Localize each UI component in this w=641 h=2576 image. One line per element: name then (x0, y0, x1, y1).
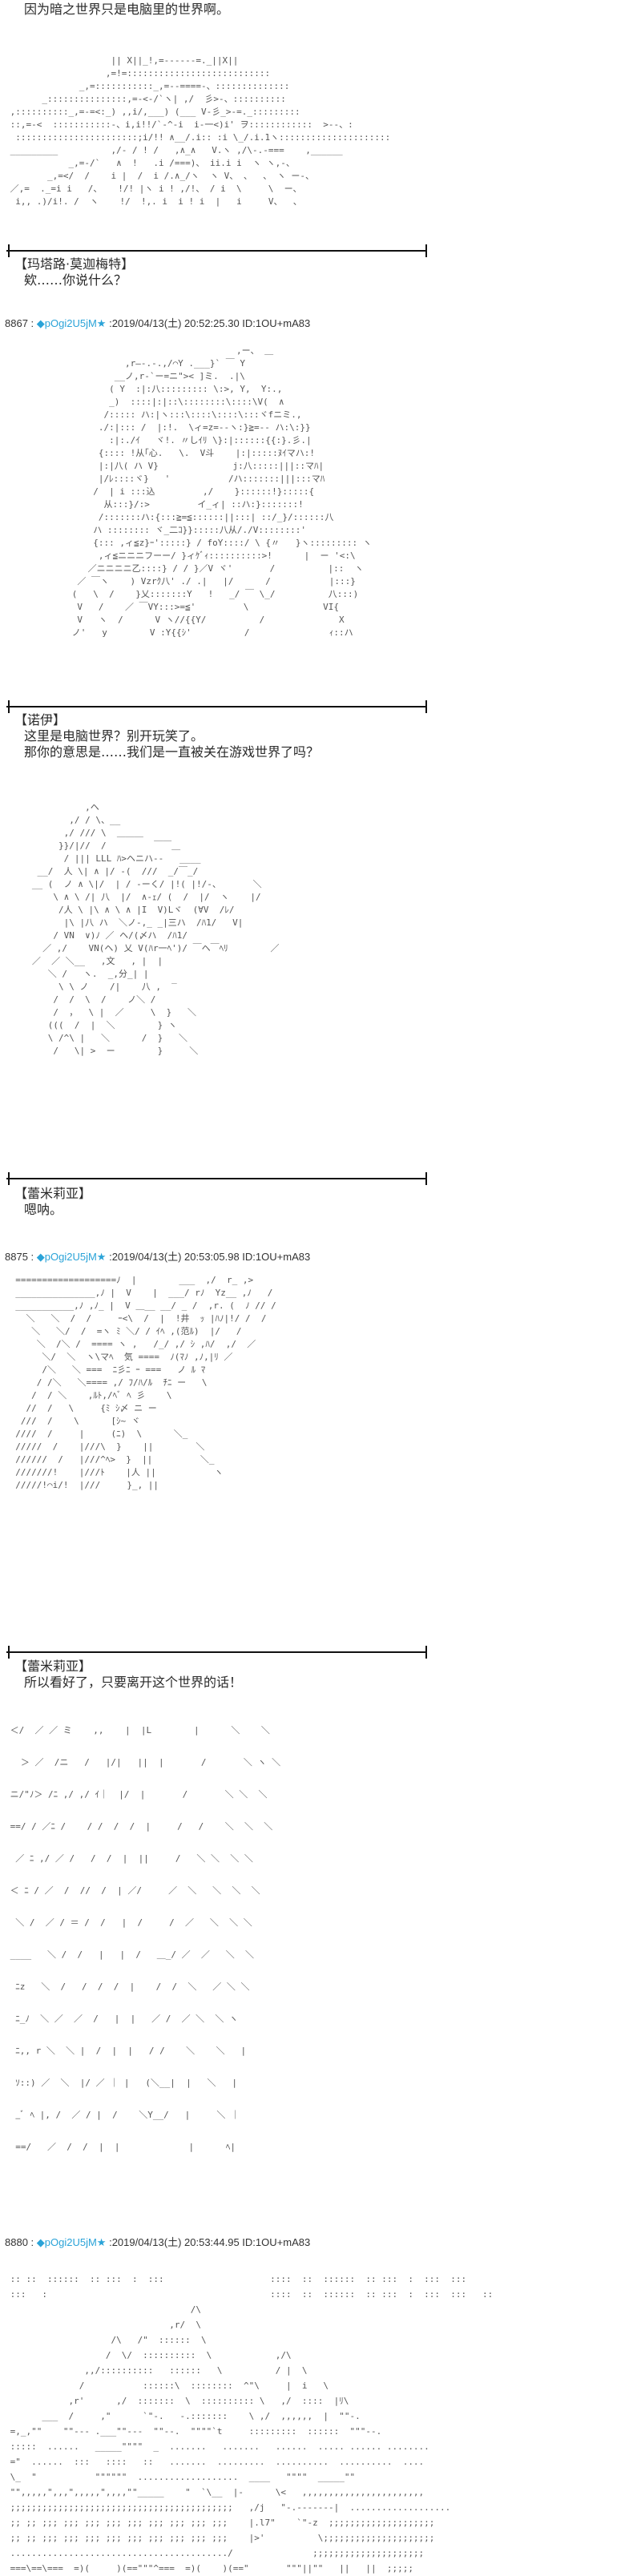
ascii-art-4: ===================ﾉ | ___ ,/ r_ ,> ____… (15, 1275, 276, 1490)
dialogue-line: 那你的意思是……我们是一直被关在游戏世界了吗？ (24, 744, 320, 760)
post-number: 8875 (5, 1251, 28, 1263)
post-number: 8880 (5, 2236, 28, 2248)
ascii-art-1: || X||_!,=------=._||X|| ,=!=:::::::::::… (10, 55, 391, 207)
dialogue-line: 嗯呐。 (24, 1202, 63, 1217)
ascii-art-5: ＜/ ／ ／ ミ ,, | |L | ＼ ＼ ＞ ／ /ニ / |/| || |… (10, 1725, 281, 2152)
dialogue-line: 欸……你说什么？ (24, 272, 127, 288)
separator: : (27, 317, 37, 329)
trip-code[interactable]: ◆pOgi2U5jM (36, 1251, 97, 1263)
speaker-name: 【蕾米莉亚】 (14, 1659, 92, 1674)
post-header: 8880 : ◆pOgi2U5jM★ :2019/04/13(土) 20:53:… (5, 2236, 310, 2249)
dialogue-line: 这里是电脑世界？别开玩笑了。 (24, 728, 204, 744)
star-icon: ★ (96, 2236, 107, 2248)
post-date: :2019/04/13(土) 20:52:25.30 ID:1OU+mA83 (109, 317, 311, 329)
divider (6, 1172, 427, 1185)
star-icon: ★ (96, 317, 107, 329)
intro-line: 因为暗之世界只是电脑里的世界啊。 (24, 2, 230, 17)
dialogue-line: 所以看好了，只要离开这个世界的话！ (24, 1675, 243, 1690)
trip-code[interactable]: ◆pOgi2U5jM (36, 317, 97, 329)
post-header: 8867 : ◆pOgi2U5jM★ :2019/04/13(土) 20:52:… (5, 317, 310, 330)
post-number: 8867 (5, 317, 28, 329)
divider (6, 1646, 427, 1659)
divider (6, 244, 427, 257)
speaker-name: 【蕾米莉亚】 (14, 1186, 92, 1201)
ascii-art-2: ,ー、 ＿ ,r―-.-.,/⌒Y .___}` ￣ Y __ノ,r-`ー=ニ"… (71, 345, 372, 638)
ascii-art-3: ,ヘ ,/ / \、__ ,/ /// \ ＿＿＿ }}/|// / ￣￣＿ /… (31, 802, 280, 1056)
post-date: :2019/04/13(土) 20:53:44.95 ID:1OU+mA83 (109, 2236, 311, 2248)
separator: : (27, 2236, 37, 2248)
divider (6, 700, 427, 713)
post-date: :2019/04/13(土) 20:53:05.98 ID:1OU+mA83 (109, 1251, 311, 1263)
star-icon: ★ (96, 1251, 107, 1263)
trip-code[interactable]: ◆pOgi2U5jM (36, 2236, 97, 2248)
separator: : (27, 1251, 37, 1263)
speaker-name: 【诺伊】 (14, 712, 67, 728)
ascii-art-6: :: :: :::::: :: ::: : ::: :::: :: ::::::… (10, 2274, 494, 2574)
speaker-name: 【玛塔路·莫迦梅特】 (14, 256, 135, 272)
post-header: 8875 : ◆pOgi2U5jM★ :2019/04/13(土) 20:53:… (5, 1251, 310, 1264)
